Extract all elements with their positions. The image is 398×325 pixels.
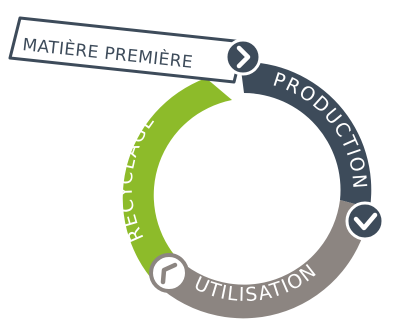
utilisation-segment [156,200,370,319]
recycling-segment [122,78,232,284]
chevron-right-icon [224,38,262,76]
chevron-icon [345,201,385,241]
lifecycle-ring [122,61,372,319]
chevron-icon [149,253,189,293]
raw-material-ribbon: MATIÈRE PREMIÈRE [8,16,246,84]
production-segment [240,61,372,208]
